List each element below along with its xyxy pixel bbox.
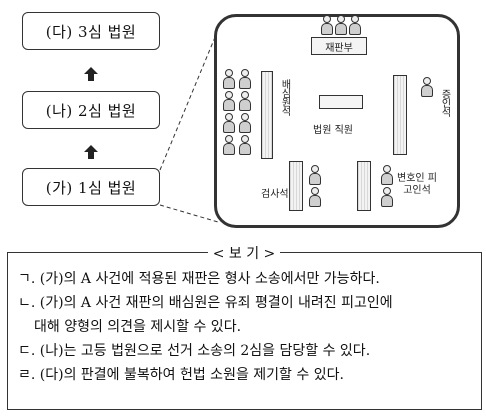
judge-figure: [321, 15, 333, 35]
defense-label: 변호인 피고인석: [397, 173, 437, 196]
judge-figure: [349, 15, 361, 35]
juror-figure: [223, 91, 235, 111]
juror-figure: [239, 135, 251, 155]
statement-item: ㄴ. (가)의 A 사건 재판의 배심원은 유죄 평결이 내려진 피고인에: [18, 295, 393, 311]
prosecutor-figure: [309, 165, 321, 185]
defense-figure: [381, 165, 393, 185]
juror-figure: [223, 135, 235, 155]
defense-figure: [381, 187, 393, 207]
statement-item: ㄹ. (다)의 판결에 불복하여 헌법 소원을 제기할 수 있다.: [18, 367, 344, 383]
prosecutor-figure: [309, 187, 321, 207]
appeal-court-label: (나) 2심 법원: [45, 101, 137, 120]
judges-bench: 재판부: [311, 37, 367, 55]
statement-continuation: 대해 양형의 의견을 제시할 수 있다.: [34, 319, 242, 335]
staff-desk: [319, 95, 363, 109]
staff-label: 법원 직원: [313, 125, 353, 136]
first-court-box: (가) 1심 법원: [22, 168, 160, 206]
view-title: < 보 기 >: [208, 243, 280, 263]
juror-figure: [223, 113, 235, 133]
witness-label: 증인석: [439, 89, 450, 116]
juror-figure: [239, 91, 251, 111]
supreme-court-label: (다) 3심 법원: [45, 22, 137, 41]
prosecutor-table: [289, 161, 303, 211]
up-arrow-icon: [84, 145, 98, 159]
supreme-court-box: (다) 3심 법원: [22, 12, 160, 50]
prosecutor-label: 검사석: [261, 189, 289, 200]
statement-item: ㄷ. (나)는 고등 법원으로 선거 소송의 2심을 담당할 수 있다.: [18, 343, 371, 359]
witness-figure: [421, 77, 433, 97]
jury-table: [261, 71, 273, 159]
juror-figure: [239, 69, 251, 89]
up-arrow-icon: [84, 67, 98, 81]
judges-label: 재판부: [325, 42, 353, 54]
defense-table: [357, 161, 371, 211]
juror-figure: [239, 113, 251, 133]
juror-figure: [223, 69, 235, 89]
witness-stand: [393, 75, 407, 155]
statement-item: ㄱ. (가)의 A 사건에 적용된 재판은 형사 소송에서만 가능하다.: [18, 271, 380, 287]
connector-lines: [159, 29, 219, 223]
courtroom-diagram: 재판부 배심원석 법원 직원 증인석 검사석 변호인 피고인석: [214, 14, 460, 228]
view-box: ㄱ. (가)의 A 사건에 적용된 재판은 형사 소송에서만 가능하다. ㄴ. …: [7, 252, 482, 410]
first-court-label: (가) 1심 법원: [45, 178, 137, 197]
judge-figure: [335, 15, 347, 35]
appeal-court-box: (나) 2심 법원: [22, 91, 160, 129]
jury-label: 배심원석: [279, 79, 290, 115]
